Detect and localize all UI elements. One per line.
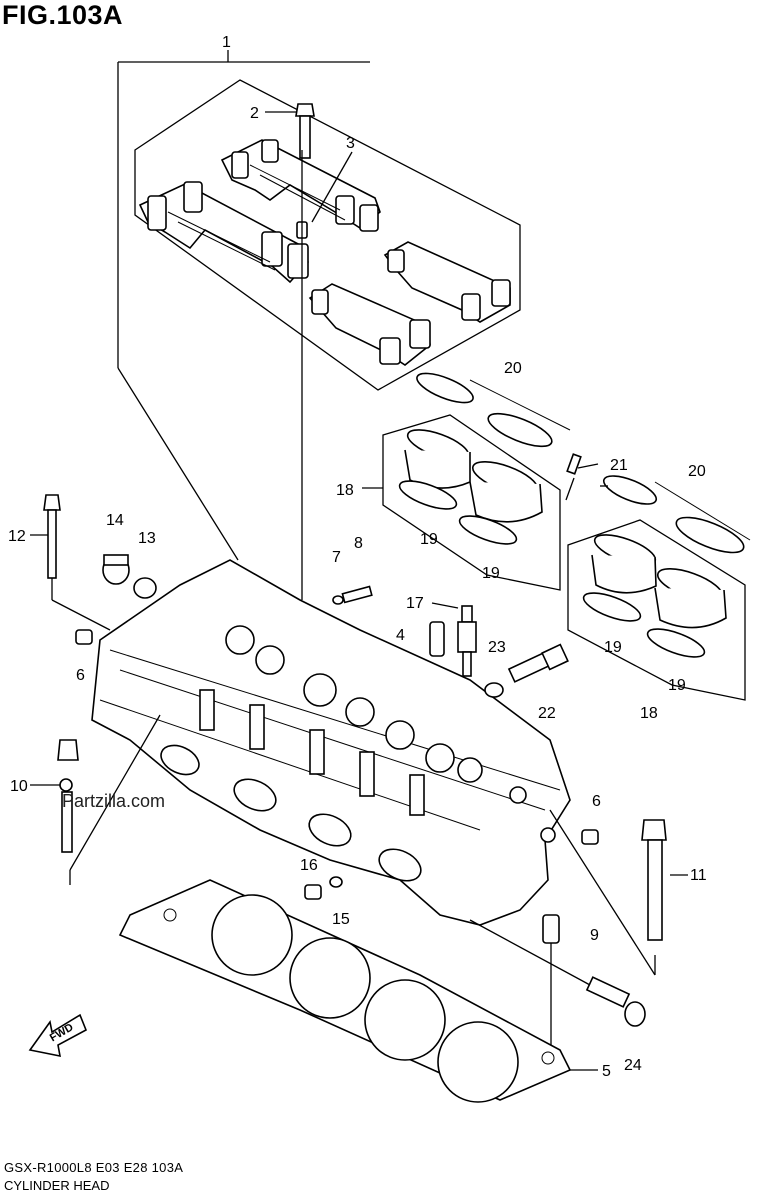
nut-6-right [581,829,599,845]
spark-plug-17 [431,602,477,677]
callout-19-c: 19 [604,639,622,656]
callout-9: 9 [590,927,599,944]
callout-19-d: 19 [668,677,686,694]
callout-10: 10 [10,778,28,795]
callout-18-upper: 18 [336,482,354,499]
callout-21: 21 [610,457,628,474]
callout-18-lower: 18 [640,705,658,722]
dowel-9 [542,914,560,944]
intake-pipe-group-lower [567,475,751,701]
callout-16: 16 [300,857,318,874]
bolt-24 [469,919,646,1027]
assembly-bracket [117,50,370,561]
camshaft-holder-lower [138,181,309,284]
callout-11: 11 [690,867,707,884]
callout-6-right: 6 [592,793,601,810]
callout-labels: 1 2 3 4 5 6 6 7 8 9 10 11 12 13 14 15 16… [8,34,707,1080]
section-name: CYLINDER HEAD [4,1178,110,1193]
callout-15: 15 [332,911,350,928]
camshaft-cap-right-lower [308,283,431,366]
long-bolt-12 [43,494,111,631]
callout-23: 23 [488,639,506,656]
callout-22: 22 [538,705,556,722]
temperature-sensor-22 [507,643,569,683]
callout-1: 1 [222,34,231,51]
callout-6-left: 6 [76,667,85,684]
callout-19-b: 19 [482,565,500,582]
callout-20-lower: 20 [688,463,706,480]
fwd-arrow-icon: FWD [28,1013,88,1058]
stud-11 [549,809,667,976]
nut-6-left [75,629,93,645]
gasket-23 [484,682,504,698]
callout-17: 17 [406,595,424,612]
callout-24: 24 [624,1057,642,1074]
leader-lines [30,111,688,1071]
washer-15 [329,876,343,888]
callout-4: 4 [396,627,405,644]
callout-2: 2 [250,105,259,122]
camshaft-cap-right-upper [383,241,511,323]
camshaft-holder-box [134,79,521,600]
callout-5: 5 [602,1063,611,1080]
washer-7 [332,595,344,605]
camshaft-holder-upper [220,139,381,232]
sensor-8 [341,585,373,604]
bolt-10 [57,714,161,885]
callout-3: 3 [346,135,355,152]
watermark-text: Partzilla.com [62,791,165,811]
head-gasket-5 [118,879,572,1103]
dowel-4 [429,621,445,657]
plug-14 [102,554,130,585]
callout-8: 8 [354,535,363,552]
callout-20-upper: 20 [504,360,522,377]
callout-19-a: 19 [420,531,438,548]
gasket-13 [133,577,157,599]
cylinder-head [91,559,571,926]
callout-12: 12 [8,528,26,545]
callout-13: 13 [138,530,156,547]
holder-bolt [295,103,315,159]
intake-pipe-group-upper [382,372,599,591]
figure-title: FIG.103A [2,0,124,30]
bolt-16 [304,884,322,900]
callout-7: 7 [332,549,341,566]
valve-bores [225,625,483,783]
model-code: GSX-R1000L8 E03 E28 103A [4,1160,184,1175]
callout-14: 14 [106,512,124,529]
